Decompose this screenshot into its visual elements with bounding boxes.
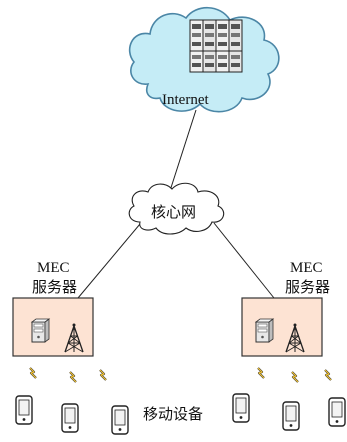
mobile-phone-icon — [111, 405, 129, 435]
core-network-cloud-shape — [128, 182, 225, 235]
mec-left-label-line1: MEC — [37, 260, 70, 276]
internet-label: Internet — [162, 92, 209, 108]
mobile-phone-icon — [282, 401, 300, 431]
edge-server-icon — [255, 318, 274, 343]
internet-core-link — [167, 109, 197, 198]
mobile-devices-label: 移动设备 — [143, 406, 203, 423]
core-mec-left-link — [77, 223, 141, 299]
wireless-link-icon — [28, 366, 38, 380]
wireless-link-icon — [98, 368, 108, 382]
server-rack-icon — [189, 19, 243, 73]
wireless-link-icon — [256, 366, 266, 380]
mobile-phone-icon — [328, 397, 346, 427]
wireless-link-icon — [290, 370, 300, 384]
mec-server-right: MEC 服务器 — [241, 260, 330, 357]
wireless-link-icon — [68, 370, 78, 384]
wireless-link-icon — [323, 368, 333, 382]
mec-server-left: MEC 服务器 — [12, 260, 94, 357]
mobile-phone-icon — [61, 403, 79, 433]
mec-right-box — [241, 297, 323, 357]
core-network-label: 核心网 — [151, 204, 196, 221]
mec-left-box — [12, 297, 94, 357]
mobile-phone-icon — [232, 393, 250, 423]
mec-right-label-line2: 服务器 — [285, 279, 330, 296]
core-network-cloud: 核心网 — [128, 182, 225, 235]
mec-left-label-line2: 服务器 — [32, 279, 77, 296]
internet-cloud: Internet — [128, 6, 280, 113]
edge-server-icon — [31, 318, 50, 343]
mobile-phone-icon — [15, 395, 33, 425]
mec-right-label-line1: MEC — [290, 260, 323, 276]
core-mec-right-link — [213, 222, 275, 299]
